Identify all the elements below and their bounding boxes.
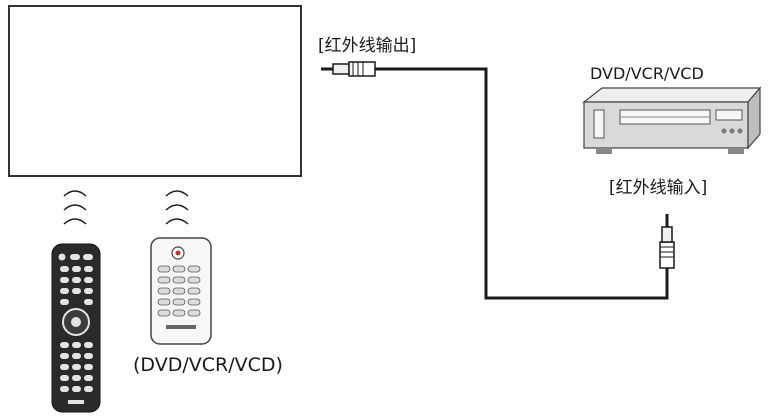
device-label: DVD/VCR/VCD bbox=[590, 64, 704, 83]
ir-in-label: [红外线输入] bbox=[609, 178, 708, 198]
dvd-player-icon bbox=[582, 86, 762, 154]
ir-out-label: [红外线输出] bbox=[318, 36, 417, 56]
ir-cable bbox=[375, 67, 669, 300]
display-panel-icon bbox=[8, 5, 302, 177]
ir-wave-icon bbox=[165, 190, 189, 225]
ir-out-jack-icon bbox=[321, 61, 376, 77]
remote-control-icon bbox=[150, 237, 212, 345]
second-remote-label: (DVD/VCR/VCD) bbox=[133, 354, 283, 376]
remote-control-icon bbox=[51, 243, 101, 413]
ir-wave-icon bbox=[63, 190, 87, 225]
ir-in-jack-icon bbox=[659, 214, 675, 269]
